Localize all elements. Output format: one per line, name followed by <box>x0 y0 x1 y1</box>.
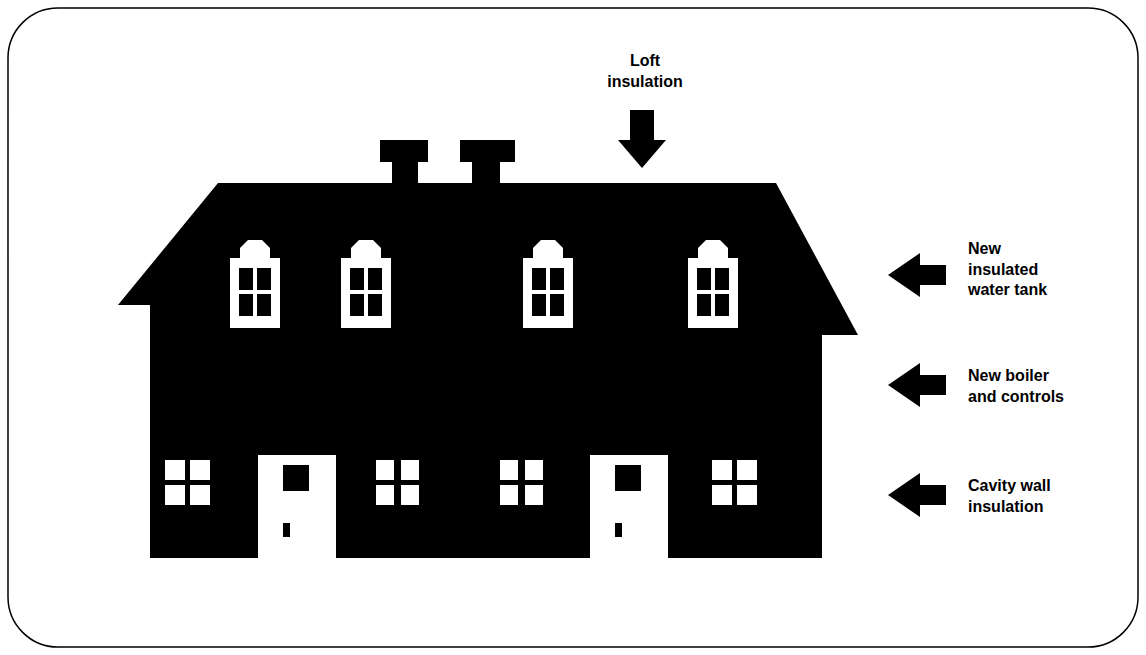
boiler-label: New boiler and controls <box>968 366 1074 408</box>
wall-label: Cavity wall insulation <box>968 476 1074 518</box>
water-tank-label: New insulated water tank <box>968 239 1060 301</box>
frame-border <box>8 8 1138 647</box>
house-silhouette <box>118 140 858 558</box>
lower-windows <box>165 460 757 505</box>
doors <box>258 455 668 558</box>
pointer-arrows <box>618 110 946 517</box>
upper-windows <box>230 240 738 328</box>
loft-label: Loft insulation <box>595 51 695 93</box>
